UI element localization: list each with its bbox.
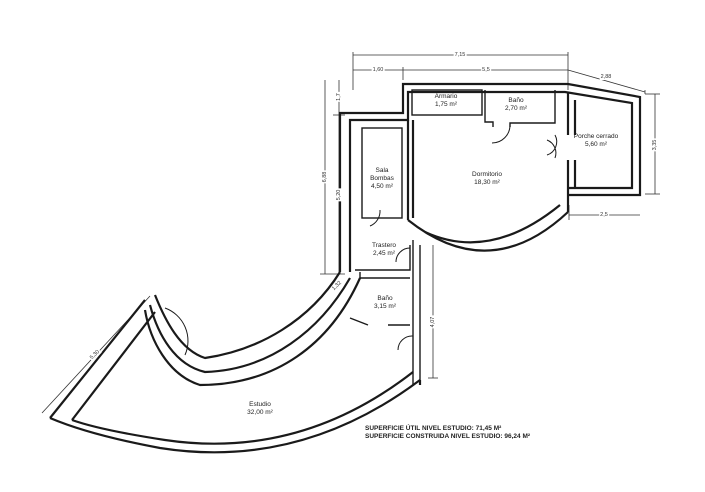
walls bbox=[49, 82, 642, 454]
room-estudio: Estudio 32,00 m² bbox=[247, 401, 273, 417]
room-name: Baño bbox=[508, 97, 524, 104]
room-bano-1: Baño 2,70 m² bbox=[505, 97, 527, 113]
dim-porch-bottom: 2,5 bbox=[599, 212, 609, 218]
room-area: 5,60 m² bbox=[584, 141, 608, 148]
dim-top-total: 7,15 bbox=[453, 52, 467, 58]
room-armario: Armario 1,75 m² bbox=[435, 93, 458, 109]
room-name: Estudio bbox=[249, 401, 271, 408]
room-name-line2: Bombas bbox=[370, 175, 394, 182]
dim-left-upper: 1,7 bbox=[336, 92, 342, 102]
room-area: 32,00 m² bbox=[247, 409, 273, 416]
room-porche-cerrado: Porche cerrado 5,60 m² bbox=[574, 133, 618, 149]
useful-area-summary: Superficie útil nivel estudio: 71,45 m² bbox=[365, 425, 502, 432]
door-swings bbox=[164, 124, 558, 356]
dim-left-lower: 5,20 bbox=[336, 188, 342, 202]
room-area: 1,75 m² bbox=[434, 101, 458, 108]
room-dormitorio: Dormitorio 18,30 m² bbox=[472, 171, 502, 187]
dim-bath-right: 4,07 bbox=[430, 315, 436, 329]
room-trastero: Trastero 2,45 m² bbox=[372, 242, 396, 258]
room-area: 18,30 m² bbox=[474, 179, 500, 186]
dim-top-left: 1,60 bbox=[371, 67, 385, 73]
dim-porch-top: 2,88 bbox=[599, 74, 613, 80]
room-area: 2,70 m² bbox=[504, 105, 528, 112]
room-name: Armario bbox=[434, 93, 458, 100]
room-name: Baño bbox=[377, 295, 393, 302]
room-area: 4,50 m² bbox=[370, 183, 394, 190]
room-name: Trastero bbox=[372, 242, 396, 249]
area-summary: Superficie útil nivel estudio: 71,45 m² … bbox=[365, 425, 530, 441]
built-area-summary: Superficie construida nivel estudio: 96,… bbox=[365, 433, 531, 440]
room-area: 3,15 m² bbox=[373, 303, 397, 310]
room-name: Sala bbox=[375, 167, 389, 174]
dim-porch-right: 3,35 bbox=[652, 138, 658, 152]
room-area: 2,45 m² bbox=[372, 250, 396, 257]
room-name: Dormitorio bbox=[472, 171, 502, 178]
dim-left-total: 6,88 bbox=[322, 170, 328, 184]
room-name: Porche cerrado bbox=[573, 133, 619, 140]
room-sala-bombas: Sala Bombas 4,50 m² bbox=[370, 167, 394, 191]
room-bano-2: Baño 3,15 m² bbox=[374, 295, 396, 311]
dim-top-right: 5,5 bbox=[481, 67, 491, 73]
